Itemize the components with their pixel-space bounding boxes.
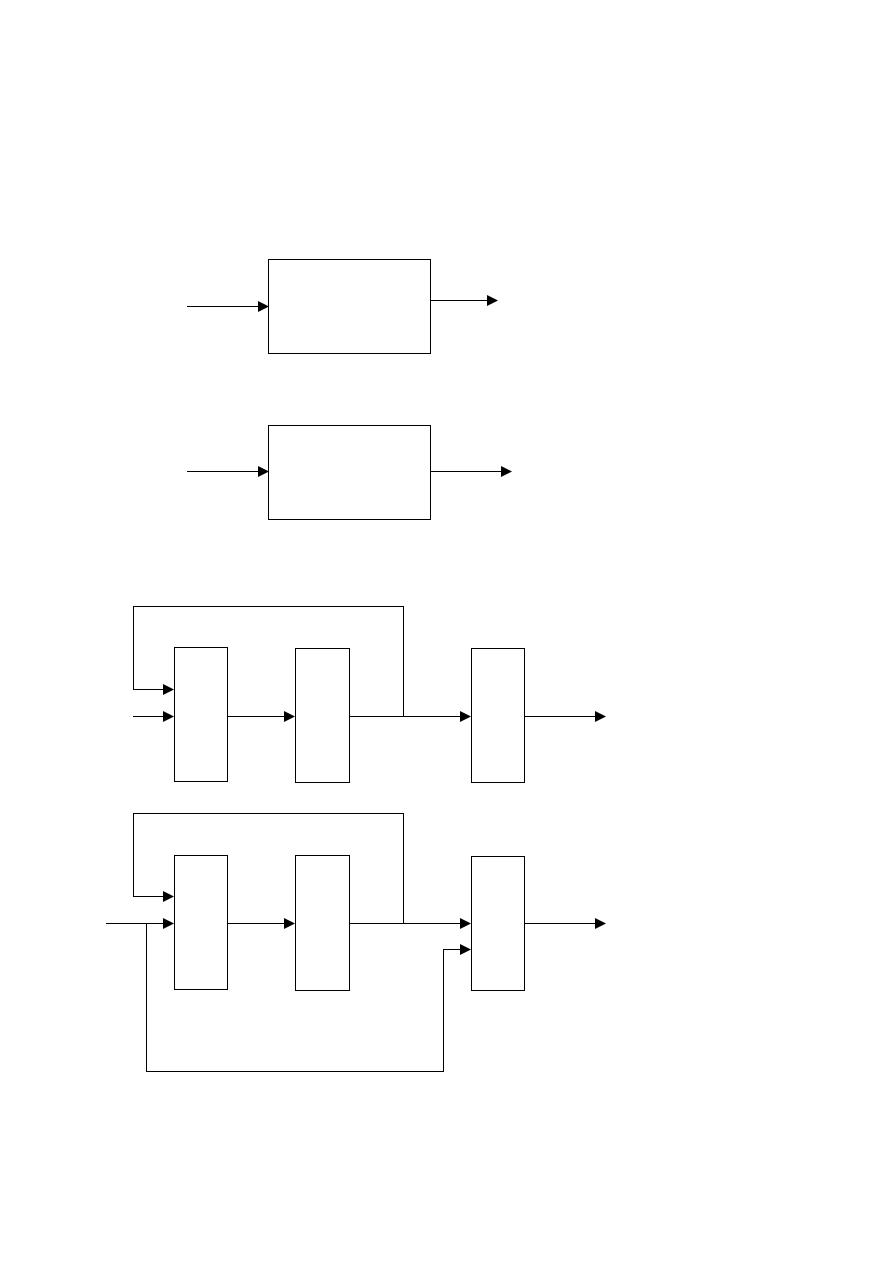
fig3-link-1-2-arrowhead [284,711,295,722]
fig4-feedback-line [133,813,404,923]
fig2-input-arrowhead [258,466,269,477]
fig4-link-1-2-arrowhead [284,918,295,929]
fig3-block-3 [471,648,525,783]
fig1-block [268,259,431,354]
fig3-feedback-arrowhead [163,684,174,695]
fig3-block-1 [174,647,228,782]
fig3-link-2-3-arrowhead [460,711,471,722]
fig3-block-2 [295,648,350,783]
fig4-feedback-arrowhead [163,891,174,902]
figure-3 [133,606,606,783]
fig4-input-arrowhead [163,918,174,929]
fig3-output-arrowhead [595,711,606,722]
fig4-output-arrowhead [595,918,606,929]
figure-1 [187,259,498,354]
fig4-feedforward-line [146,923,460,1072]
fig2-output-arrowhead [501,466,512,477]
fig4-block-3 [471,856,525,991]
fig4-link-2-3-arrowhead [460,918,471,929]
fig4-feedforward-arrowhead [460,944,471,955]
figure-2 [187,425,512,520]
fig3-feedback-line [133,606,404,716]
figure-4 [106,813,606,1072]
fig3-input-arrowhead [163,711,174,722]
fig4-block-2 [295,855,350,991]
fig4-block-1 [174,855,228,990]
fig1-output-arrowhead [487,295,498,306]
fig1-input-arrowhead [258,301,269,312]
fig2-block [268,425,431,520]
